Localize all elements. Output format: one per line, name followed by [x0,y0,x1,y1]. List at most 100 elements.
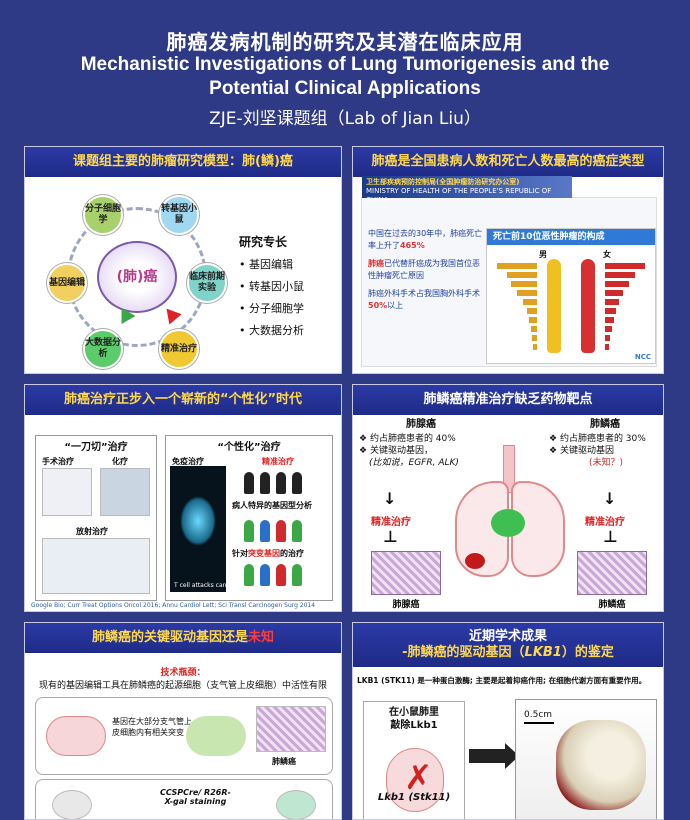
knockout-title: 在小鼠肺里 敲除Lkb1 [389,707,439,731]
peripheral-tumor-icon [465,553,485,569]
reference-caption: Google Bio; Curr Treat Options Oncol 201… [31,602,316,609]
person-icon [260,520,270,542]
genome-analysis-label: 病人特异的基因型分析 [232,501,312,510]
lung-icon [386,748,444,812]
person-icon [276,564,286,586]
bar [605,281,629,287]
chemo-image [100,468,150,516]
node-big-data: 大数据分析 [83,329,123,369]
radiation-label: 放射治疗 [76,527,108,536]
adenocarcinoma-column: 肺腺癌 约占肺癌患者的 40% 关键驱动基因， (比如说，EGFR, ALK) [359,419,483,469]
lung-green-icon [186,716,246,756]
bar [605,317,614,323]
lung-diagram-box: 基因在大部分支气管上皮细胞内有相关突变 肺鳞癌 [35,697,333,775]
female-label: 女 [603,250,611,259]
staining-box: CCSPCre/ R26R- X-gal staining [35,779,333,819]
expertise-item: 转基因小鼠 [239,278,339,294]
title-english-line2: Potential Clinical Applications [209,78,481,99]
scc-label: 肺鳞癌 [272,757,296,766]
panel-recent-results: 近期学术成果 -肺鳞癌的驱动基因（LKB1）的鉴定 LKB1 (STK11) 是… [352,622,664,820]
female-bars [605,263,645,353]
bar [517,290,537,296]
stat-line: 约占肺癌患者的 30% [549,433,661,445]
mutation-note: 基因在大部分支气管上皮细胞内有相关突变 [112,717,192,737]
stat-surgery-share: 肺癌外科手术占我国胸外科手术50%以上 [368,289,480,310]
stat-line: 关键驱动基因， [359,445,483,457]
bar [605,272,635,278]
one-size-fits-all-box: “一刀切”治疗 手术治疗 化疗 放射治疗 [35,435,157,601]
statistics-slide: 卫生部疾病预防控制局(全国肿瘤防治研究办公室) MINISTRY OF HEAL… [361,176,657,367]
stat-mortality-rise: 中国在过去的30年中，肺癌死亡率上升了465% [368,229,483,250]
bar [523,299,537,305]
sex-labels: 男 女 [539,249,611,260]
bottleneck-text: 现有的基因编辑工具在肺鳞癌的起源细胞（支气管上皮细胞）中活性有限 [38,681,327,691]
precision-label: 精准治疗 [585,517,625,528]
expertise-item: 分子细胞学 [239,300,339,316]
mouse-icon [52,790,92,819]
precision-therapy-label: 精准治疗 [262,457,294,466]
chemo-label: 化疗 [112,457,128,466]
adenocarcinoma-histology [371,551,441,595]
bar [605,344,609,350]
ministry-name-en: MINISTRY OF HEALTH OF THE PEOPLE'S REPUB… [366,187,552,204]
tumor-photo: 0.5cm [515,699,657,819]
person-icon [244,520,254,542]
bar [605,299,619,305]
down-arrow-icon: ↓ [603,489,617,508]
knockout-box: 在小鼠肺里 敲除Lkb1 ✗ Lkb1 (Stk11) [363,701,465,819]
bar [605,308,616,314]
panel-personalized-therapy: 肺癌治疗正步入一个崭新的“个性化”时代 “一刀切”治疗 手术治疗 化疗 放射治疗… [24,384,342,612]
person-icon [244,472,254,494]
column-heading: 肺腺癌 [406,419,436,430]
panel-title: 课题组主要的肺瘤研究模型：肺(鳞)癌 [25,147,341,177]
expertise-item: 大数据分析 [239,322,339,338]
surgery-image [42,468,92,516]
male-bars [497,263,537,353]
histology-label: 肺腺癌 [392,600,420,610]
bar [532,335,537,341]
bar [605,326,612,332]
radiation-image [42,538,150,594]
ministry-name: 卫生部疾病预防控制局(全国肿瘤防治研究办公室) [366,178,520,186]
statistics-text: 中国在过去的30年中，肺癌死亡率上升了465% 肺癌已代替肝癌成为我国首位恶性肿… [368,228,484,318]
title-chinese: 肺癌发病机制的研究及其潜在临床应用 [166,30,524,54]
block-icon: ⊥ [383,527,398,546]
node-molecular-cell-biology: 分子细胞学 [83,195,123,235]
central-tumor-icon [491,509,525,537]
bar [527,308,537,314]
trachea-icon [503,445,515,493]
bar [531,326,537,332]
cycle-center: (肺)癌 [97,241,177,313]
node-preclinical: 临床前期实验 [187,263,227,303]
box-title: “一刀切”治疗 [64,442,128,453]
staining-label: CCSPCre/ R26R- X-gal staining [160,788,231,806]
panel-title: 肺鳞癌的关键驱动基因还是未知 [25,623,341,653]
lab-name: ZJE-刘坚课题组（Lab of Jian Liu） [209,109,481,129]
precision-label: 精准治疗 [371,517,411,528]
stat-line: 关键驱动基因 [549,445,661,457]
person-icon [276,472,286,494]
mouse-icon [276,790,316,819]
column-heading: 肺鳞癌 [590,419,620,430]
poster-header: 肺癌发病机制的研究及其潜在临床应用 Mechanistic Investigat… [0,0,690,140]
panel-title: 肺癌是全国患病人数和死亡人数最高的癌症类型 [353,147,663,177]
lung-icon [46,716,106,756]
panel-lung-cancer-statistics: 肺癌是全国患病人数和死亡人数最高的癌症类型 卫生部疾病预防控制局(全国肿瘤防治研… [352,146,664,374]
person-icon [260,472,270,494]
male-figure-icon [547,259,561,353]
node-transgenic-mice: 转基因小鼠 [159,195,199,235]
node-precision-therapy: 精准治疗 [159,329,199,369]
bar [507,272,537,278]
person-icon [292,520,302,542]
stat-line: 约占肺癌患者的 40% [359,433,483,445]
person-icon [260,564,270,586]
node-gene-editing: 基因编辑 [47,263,87,303]
bar [533,344,537,350]
bar [511,281,537,287]
bar [529,317,537,323]
tcell-image [170,466,226,592]
top10-cancer-chart: 死亡前10位恶性肿瘤的构成 男 女 [486,228,656,364]
person-icon [292,472,302,494]
driver-examples: (比如说，EGFR, ALK) [369,458,459,468]
scale-bar: 0.5cm [524,710,554,724]
